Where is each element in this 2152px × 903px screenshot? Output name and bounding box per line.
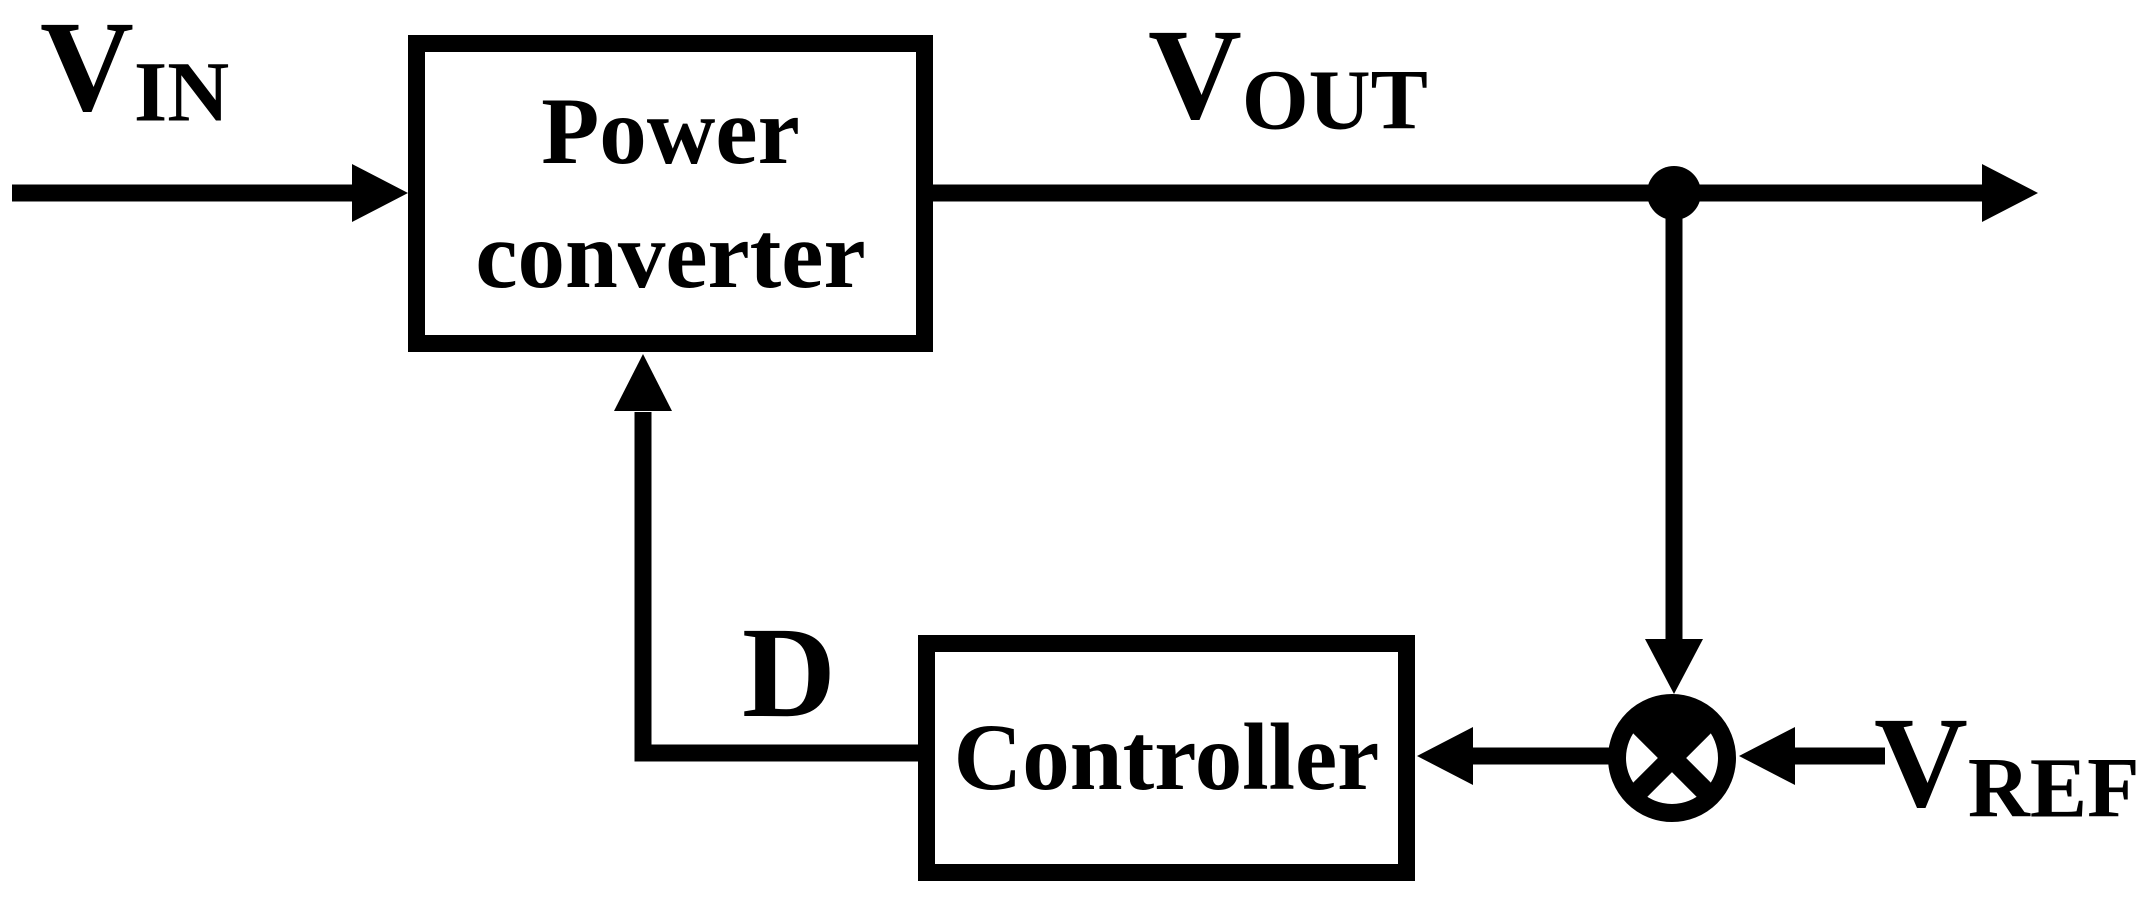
power-converter-label: Power converter (475, 78, 866, 308)
duty-feedback-arrow (614, 354, 920, 762)
vout-arrow (933, 164, 2038, 222)
controller-label: Controller (953, 704, 1380, 811)
controller-block: Controller (918, 635, 1415, 881)
error-to-controller-arrow (1417, 727, 1612, 785)
vref-arrow (1739, 727, 1885, 785)
vref-label: VREF (1874, 691, 2140, 836)
vout-label: VOUT (1148, 3, 1428, 148)
feedback-down-arrow (1645, 193, 1703, 694)
duty-cycle-label: D (742, 601, 836, 745)
power-converter-block: Power converter (408, 35, 933, 352)
multiplier-junction-icon (1608, 694, 1736, 822)
vin-arrow (12, 164, 408, 222)
vin-label: VIN (40, 0, 230, 140)
